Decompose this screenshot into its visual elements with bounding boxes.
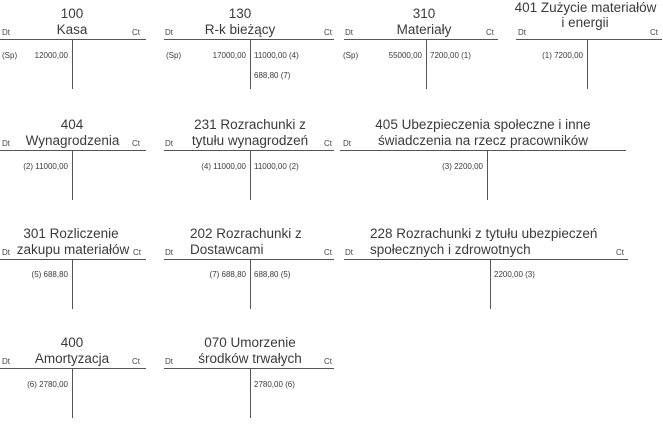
t-account-top-line — [164, 39, 334, 40]
debit-label: Dt — [345, 248, 353, 257]
account-title-line2: społecznych i zdrowotnych — [370, 242, 531, 257]
t-account-divider — [490, 259, 491, 309]
t-account-divider — [426, 39, 427, 89]
account-title-line2: R-k bieżący — [204, 22, 276, 37]
debit-entry-ref: (Sp) — [343, 51, 359, 60]
account-title-line1: 100 — [60, 6, 84, 21]
t-account-top-line — [164, 259, 334, 260]
credit-entry: 11000,00 (4) — [254, 51, 299, 60]
credit-entry: 11000,00 (2) — [254, 162, 299, 171]
credit-entry: 2780,00 (6) — [254, 380, 295, 389]
debit-label: Dt — [165, 28, 173, 37]
account-title-line2: Kasa — [56, 22, 88, 37]
debit-entry: (1) 7200,00 — [542, 51, 583, 60]
account-title-line2: Wynagrodzenia — [25, 133, 120, 148]
account-title-line1: 400 — [60, 335, 84, 350]
credit-entry: 2200,00 (3) — [494, 270, 535, 279]
credit-label: Ct — [133, 248, 141, 257]
t-account-divider — [587, 39, 588, 89]
t-account-top-line — [340, 150, 626, 151]
account-title-line1: 310 — [412, 6, 436, 21]
t-account-divider — [72, 259, 73, 309]
t-account-divider — [72, 150, 73, 200]
debit-label: Dt — [2, 28, 10, 37]
credit-entry: 688,80 (7) — [254, 71, 291, 80]
debit-entry-amount: 55000,00 — [388, 51, 422, 60]
t-account-top-line — [0, 368, 146, 369]
debit-entry: (6) 2780,00 — [27, 380, 68, 389]
t-account-top-line — [0, 39, 146, 40]
debit-entry-amount: 12000,00 — [34, 51, 68, 60]
debit-label: Dt — [2, 248, 10, 257]
t-account-top-line — [0, 259, 146, 260]
debit-entry-amount: 17000,00 — [212, 51, 246, 60]
t-account-divider — [72, 368, 73, 418]
account-title-line1: 401 Zużycie materiałów — [514, 0, 657, 15]
account-title-line1: 202 Rozrachunki z — [190, 226, 302, 241]
t-account-divider — [250, 39, 251, 89]
debit-label: Dt — [2, 139, 10, 148]
t-account-divider — [250, 259, 251, 309]
account-title-line1: 228 Rozrachunki z tytułu ubezpieczeń — [370, 226, 598, 241]
t-account-top-line — [516, 39, 662, 40]
debit-entry: (2) 11000,00 — [23, 162, 68, 171]
debit-entry-ref: (Sp) — [166, 51, 182, 60]
debit-label: Dt — [165, 248, 173, 257]
debit-entry: (7) 688,80 — [209, 270, 246, 279]
account-title-line1: 405 Ubezpieczenia społeczne i inne — [375, 117, 591, 132]
debit-entry: (4) 11000,00 — [201, 162, 246, 171]
account-title-line2: tytułu wynagrodzeń — [191, 133, 309, 148]
debit-entry: (3) 2200,00 — [442, 162, 483, 171]
t-account-divider — [72, 39, 73, 89]
credit-label: Ct — [324, 248, 332, 257]
debit-entry: (5) 688,80 — [31, 270, 68, 279]
account-title-line2: Amortyzacja — [34, 351, 110, 366]
debit-label: Dt — [165, 139, 173, 148]
account-title-line2: świadczenia na rzecz pracowników — [377, 133, 589, 148]
t-account-top-line — [344, 259, 628, 260]
debit-entry-ref: (Sp) — [2, 51, 18, 60]
t-account-top-line — [344, 39, 498, 40]
account-title-line2: i energii — [561, 15, 609, 30]
t-account-top-line — [164, 150, 334, 151]
t-account-top-line — [164, 368, 334, 369]
t-account-top-line — [0, 150, 146, 151]
credit-label: Ct — [324, 139, 332, 148]
credit-entry: 688,80 (5) — [254, 270, 291, 279]
credit-label: Ct — [132, 357, 140, 366]
credit-label: Ct — [324, 28, 332, 37]
credit-label: Ct — [650, 28, 658, 37]
credit-label: Ct — [324, 357, 332, 366]
debit-label: Dt — [165, 357, 173, 366]
debit-label: Dt — [518, 28, 526, 37]
account-title-line2: zakupu materiałów — [16, 242, 130, 257]
account-title-line1: 070 Umorzenie — [204, 335, 296, 350]
t-account-divider — [487, 150, 488, 200]
account-title-line2: Dostawcami — [190, 242, 264, 257]
account-title-line1: 404 — [60, 117, 84, 132]
account-title-line1: 301 Rozliczenie — [23, 226, 119, 241]
account-title-line1: 130 — [228, 6, 252, 21]
credit-label: Ct — [132, 139, 140, 148]
credit-label: Ct — [132, 28, 140, 37]
account-title-line1: 231 Rozrachunki z — [194, 117, 306, 132]
debit-label: Dt — [343, 139, 351, 148]
t-account-divider — [250, 150, 251, 200]
account-title-line2: środków trwałych — [198, 351, 302, 366]
credit-label: Ct — [616, 248, 624, 257]
debit-label: Dt — [345, 28, 353, 37]
debit-label: Dt — [2, 357, 10, 366]
t-account-divider — [250, 368, 251, 418]
credit-label: Ct — [486, 28, 494, 37]
account-title-line2: Materiały — [396, 22, 452, 37]
credit-entry: 7200,00 (1) — [430, 51, 471, 60]
